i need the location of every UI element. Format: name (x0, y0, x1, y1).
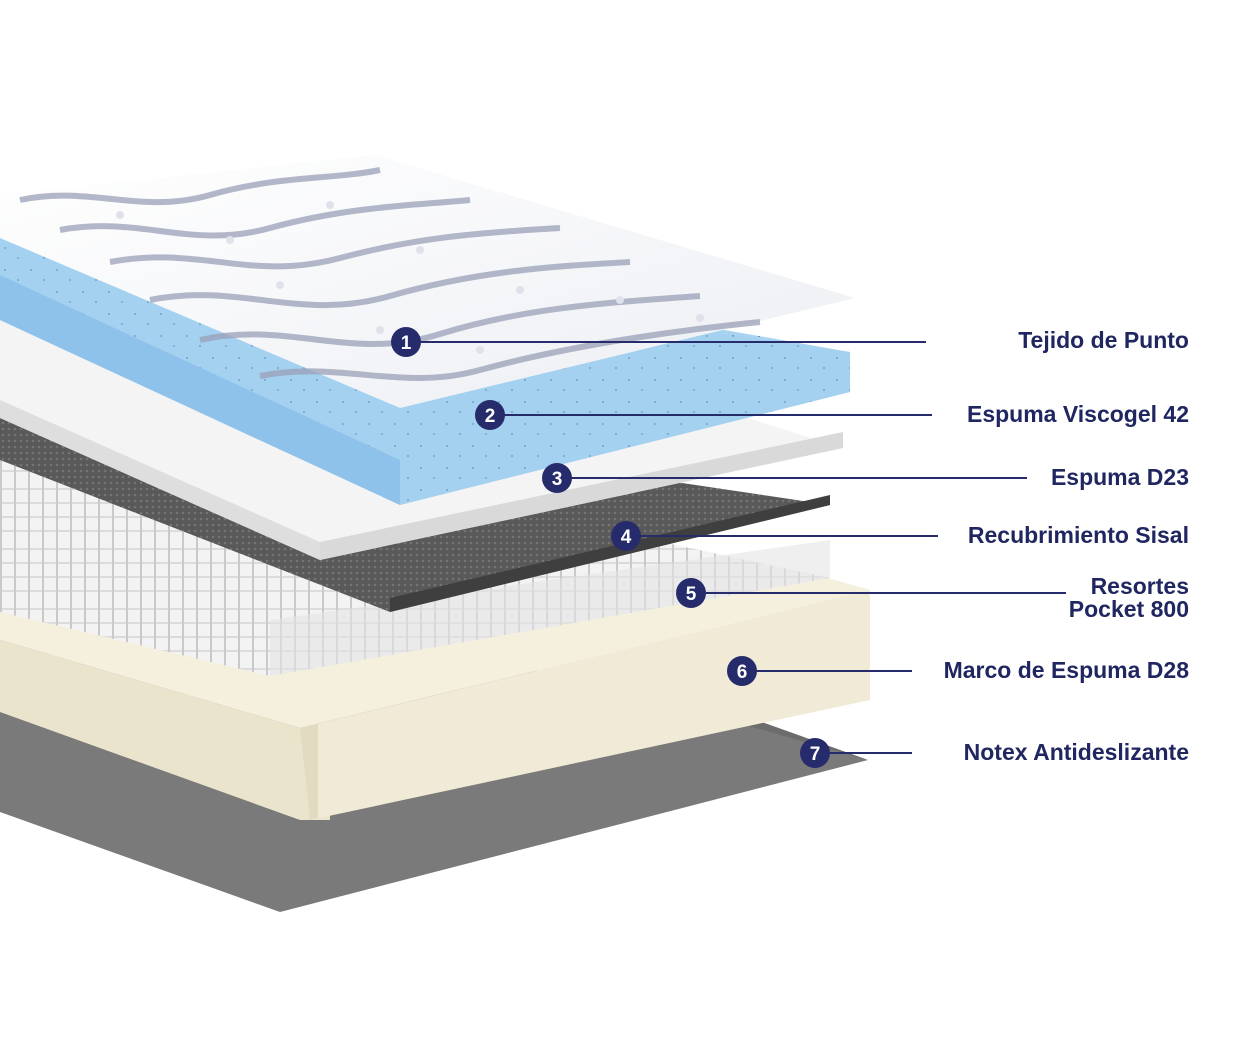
badge-number-3: 3 (552, 469, 563, 490)
label-espuma-d23: Espuma D23 (1050, 464, 1189, 490)
label-notex-antideslizante: Notex Antideslizante (963, 739, 1189, 765)
badge-2: 2 (475, 400, 505, 430)
label-resortes-line1: Resortes (1090, 573, 1189, 599)
badge-number-1: 1 (401, 333, 412, 354)
label-espuma-viscogel: Espuma Viscogel 42 (966, 401, 1189, 427)
badge-3: 3 (542, 463, 572, 493)
label-resortes-pocket: Resortes Pocket 800 (1069, 575, 1189, 621)
badge-6: 6 (727, 656, 757, 686)
badge-7: 7 (800, 738, 830, 768)
badge-number-5: 5 (686, 584, 697, 605)
layer-tejido-de-punto (0, 155, 855, 408)
label-recubrimiento-sisal: Recubrimiento Sisal (967, 522, 1189, 548)
badge-number-4: 4 (621, 527, 632, 548)
label-tejido-de-punto: Tejido de Punto (1018, 327, 1189, 353)
label-resortes-line2: Pocket 800 (1068, 596, 1189, 622)
badge-number-7: 7 (810, 744, 821, 765)
badge-4: 4 (611, 521, 641, 551)
badge-5: 5 (676, 578, 706, 608)
badge-number-2: 2 (485, 406, 496, 427)
callout-lines (406, 341, 1066, 754)
callout-badges: 1 2 3 4 5 6 7 (391, 327, 830, 768)
label-marco-espuma-d28: Marco de Espuma D28 (943, 657, 1189, 683)
badge-number-6: 6 (737, 662, 748, 683)
badge-1: 1 (391, 327, 421, 357)
